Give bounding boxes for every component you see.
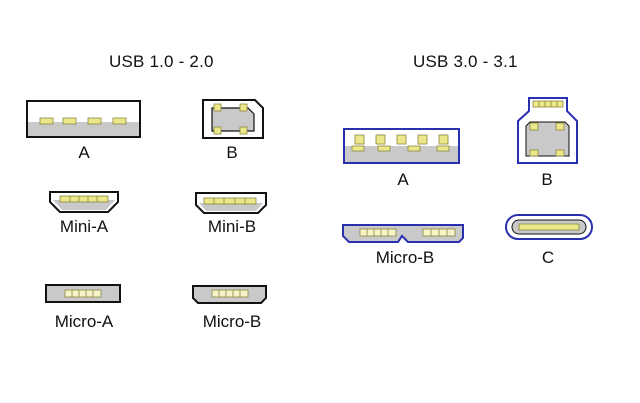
usb2-type-b-connector: [202, 99, 264, 139]
usb2-type-b-label: B: [226, 143, 238, 162]
usb2-type-a-label: A: [78, 143, 90, 162]
usb3-type-a-connector: [343, 128, 460, 164]
usb2-mini-b-connector: [195, 192, 267, 214]
usb3-micro-b-label: Micro-B: [375, 248, 435, 267]
usb2-type-a-connector: [26, 100, 141, 138]
usb-type-c-label: C: [541, 248, 555, 267]
usb-type-c-connector: [505, 214, 593, 240]
usb2-mini-a-label: Mini-A: [59, 217, 109, 236]
usb3-heading: USB 3.0 - 3.1: [413, 52, 518, 71]
usb3-type-a-label: A: [397, 170, 409, 189]
usb2-micro-a-label: Micro-A: [54, 312, 114, 331]
usb2-micro-b-label: Micro-B: [202, 312, 262, 331]
usb2-micro-b-connector: [192, 285, 267, 304]
usb2-heading: USB 1.0 - 2.0: [109, 52, 214, 71]
usb2-micro-a-connector: [45, 284, 121, 303]
usb2-mini-b-label: Mini-B: [207, 217, 257, 236]
usb3-type-b-label: B: [541, 170, 553, 189]
usb3-micro-b-connector: [342, 224, 464, 243]
usb3-type-b-connector: [517, 97, 578, 164]
usb2-mini-a-connector: [49, 191, 119, 213]
